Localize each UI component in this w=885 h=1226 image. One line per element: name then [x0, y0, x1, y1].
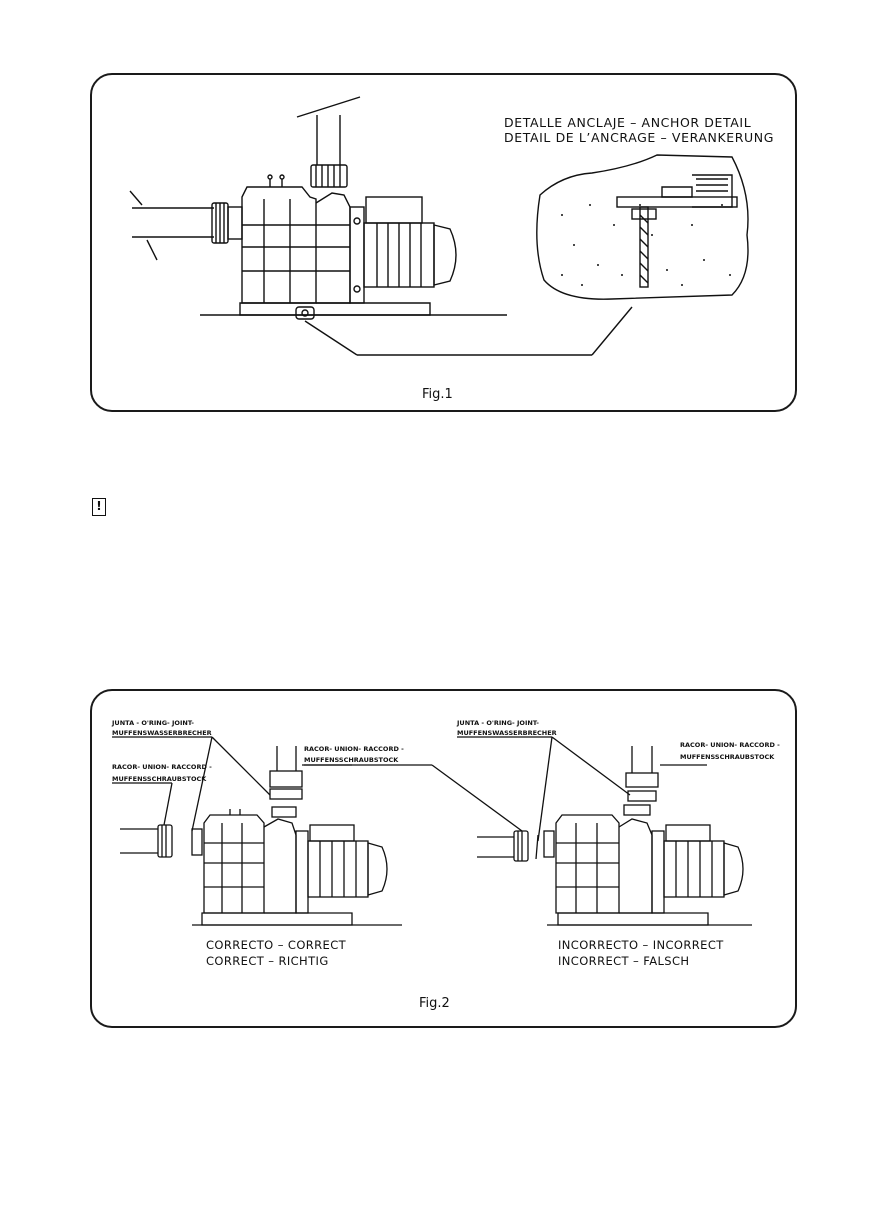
incorrect-verdict-line1: INCORRECTO – INCORRECT [558, 938, 724, 952]
correct-verdict-line2: CORRECT – RICHTIG [206, 954, 329, 968]
figure-2-caption: Fig.2 [419, 996, 450, 1011]
right-joint-label-line1: JUNTA - O'RING- JOINT- [456, 719, 539, 727]
figure-1-caption: Fig.1 [422, 387, 453, 402]
detail-leader [304, 306, 633, 356]
figure-2-panel: JUNTA - O'RING- JOINT- MUFFENSWASSERBREC… [90, 689, 797, 1028]
correct-verdict-line1: CORRECTO – CORRECT [206, 938, 347, 952]
figure-2-drawing: JUNTA - O'RING- JOINT- MUFFENSWASSERBREC… [111, 719, 780, 1011]
warning-icon: ! [92, 498, 106, 516]
left-joint-label-line2: MUFFENSWASSERBRECHER [112, 729, 212, 737]
right-union-top-label-line2: MUFFENSSCHRAUBSTOCK [680, 753, 775, 761]
right-union-top-label-line1: RACOR- UNION- RACCORD - [680, 741, 780, 749]
pump-incorrect [302, 736, 752, 926]
anchor-detail-title-line2: DETAIL DE L’ANCRAGE – VERANKERUNG [504, 130, 774, 145]
figure-1-panel: DETALLE ANCLAJE – ANCHOR DETAIL DETAIL D… [90, 73, 797, 412]
left-joint-label-line1: JUNTA - O'RING- JOINT- [111, 719, 194, 727]
pump-correct [112, 736, 402, 926]
pump-assembly [129, 96, 507, 320]
right-joint-label-line2: MUFFENSWASSERBRECHER [457, 729, 557, 737]
left-union-top-label-line2: MUFFENSSCHRAUBSTOCK [304, 756, 399, 764]
left-union-side-label-line1: RACOR- UNION- RACCORD - [112, 763, 212, 771]
left-union-side-label-line2: MUFFENSSCHRAUBSTOCK [112, 775, 207, 783]
anchor-detail [536, 154, 749, 300]
incorrect-verdict-line2: INCORRECT – FALSCH [558, 954, 689, 968]
anchor-detail-title-line1: DETALLE ANCLAJE – ANCHOR DETAIL [504, 115, 751, 130]
figure-1-drawing: DETALLE ANCLAJE – ANCHOR DETAIL DETAIL D… [129, 96, 774, 402]
left-union-top-label-line1: RACOR- UNION- RACCORD - [304, 745, 404, 753]
